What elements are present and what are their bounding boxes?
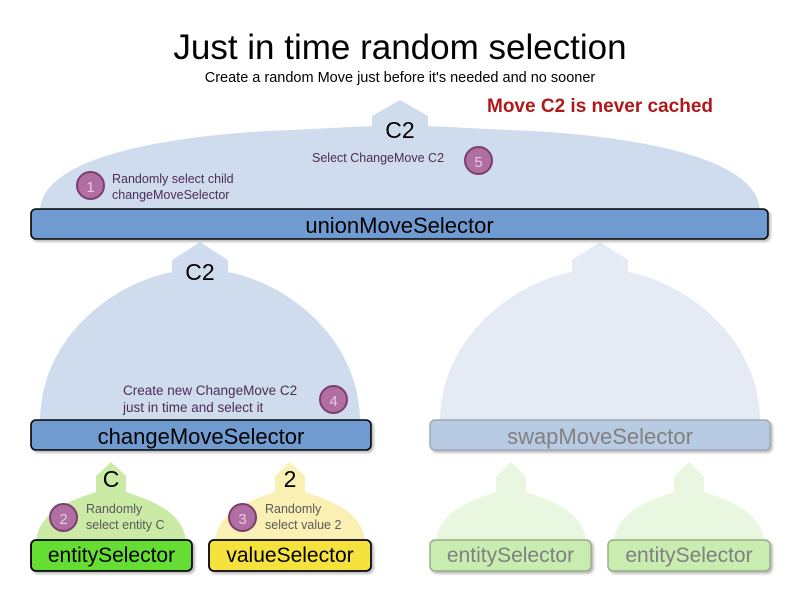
flow-label-entity-output-c: C [102, 466, 120, 492]
annotation-4-line-1: Create new ChangeMove C2 [123, 383, 298, 398]
page-title: Just in time random selection [173, 28, 627, 67]
box-entity-selector-right-1[interactable] [429, 539, 592, 572]
flow-label-value-output-2: 2 [283, 466, 297, 492]
box-label-value-selector: valueSelector [226, 544, 354, 567]
box-label-swap-move-selector: swapMoveSelector [507, 424, 693, 449]
annotation-5-line-1: Select ChangeMove C2 [312, 151, 445, 165]
never-cached-note: Move C2 is never cached [487, 96, 713, 117]
annotation-2-line-1: Randomly [86, 502, 143, 516]
box-value-selector[interactable] [208, 539, 372, 572]
arrow-entity-right-1-to-swap [436, 462, 586, 544]
step-badge-5: 5 [464, 146, 493, 175]
step-badge-1: 1 [76, 171, 105, 200]
box-entity-selector-right-2[interactable] [607, 539, 771, 572]
flow-label-top-c2: C2 [385, 117, 415, 143]
step-badge-2: 2 [49, 503, 78, 532]
step-badge-4: 4 [319, 385, 348, 414]
arrow-union-output [40, 100, 760, 212]
annotation-1-line-1: Randomly select child [112, 172, 234, 186]
box-label-union-move-selector: unionMoveSelector [305, 213, 494, 238]
annotation-2-line-2: select entity C [86, 518, 165, 532]
annotation-1-line-2: changeMoveSelector [112, 188, 230, 202]
page-subtitle: Create a random Move just before it's ne… [204, 70, 596, 86]
arrow-entity-right-2-to-swap [614, 462, 764, 544]
flow-label-change-output-c2: C2 [185, 259, 215, 285]
box-label-entity-selector-right-2: entitySelector [625, 544, 753, 567]
arrow-swap-to-union [440, 242, 760, 422]
box-label-entity-selector-left: entitySelector [47, 544, 176, 567]
box-label-entity-selector-right-1: entitySelector [446, 544, 575, 567]
box-union-move-selector[interactable] [30, 208, 769, 240]
annotation-4-line-2: just in time and select it [123, 400, 264, 415]
step-badge-3: 3 [228, 503, 257, 532]
box-swap-move-selector[interactable] [429, 419, 771, 451]
box-label-change-move-selector: changeMoveSelector [97, 424, 305, 449]
box-entity-selector-left[interactable] [30, 539, 193, 572]
box-change-move-selector[interactable] [30, 419, 372, 451]
annotation-3-line-2: select value 2 [265, 518, 342, 532]
arrow-change-to-union [40, 242, 360, 422]
annotation-3-line-1: Randomly [265, 502, 322, 516]
